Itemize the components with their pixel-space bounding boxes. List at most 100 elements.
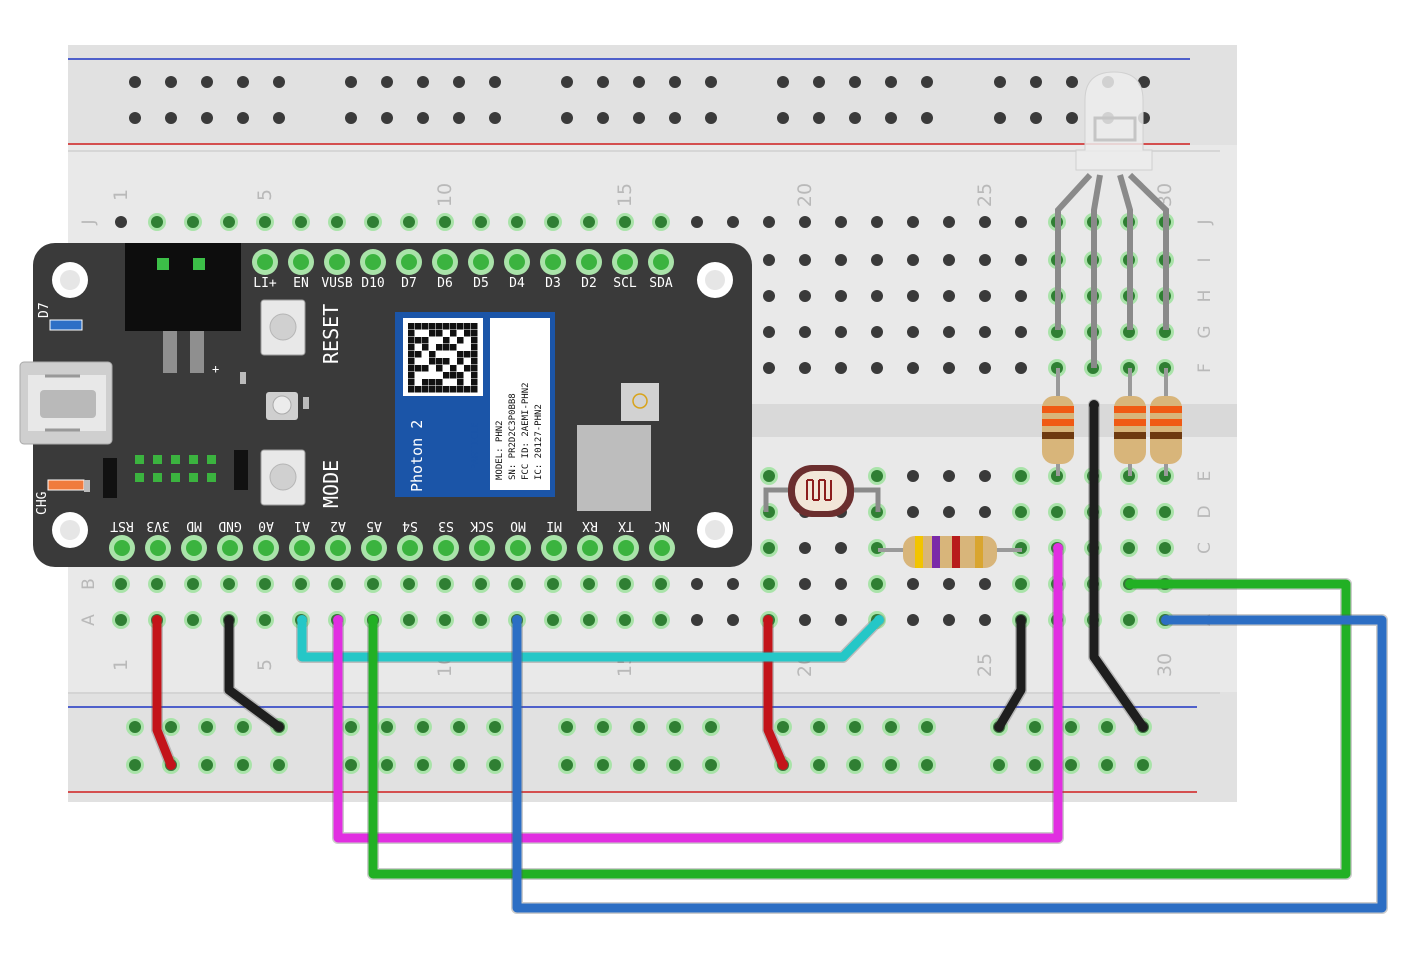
datamatrix-cell xyxy=(443,372,450,379)
swd-pin xyxy=(171,473,180,482)
rail-hole xyxy=(597,112,609,124)
connected-rail-hole xyxy=(669,721,681,733)
connected-hole xyxy=(187,614,199,626)
wire-resistor-gnd[interactable] xyxy=(994,615,1026,732)
breadboard-hole xyxy=(835,216,847,228)
connected-hole xyxy=(187,216,199,228)
resistor-band xyxy=(1114,406,1146,413)
wire-a5-green[interactable] xyxy=(368,579,1351,879)
connected-rail-hole xyxy=(705,721,717,733)
mode-button-cap[interactable] xyxy=(269,463,297,491)
breadboard-hole xyxy=(1015,254,1027,266)
reset-button-cap[interactable] xyxy=(269,313,297,341)
connected-rail-hole xyxy=(1065,759,1077,771)
photoresistor-trace xyxy=(806,479,832,501)
datamatrix-cell xyxy=(443,358,450,365)
connected-hole xyxy=(583,216,595,228)
breadboard-hole xyxy=(799,254,811,266)
rail-hole xyxy=(453,76,465,88)
pin-label: RST xyxy=(110,518,134,533)
components xyxy=(763,71,1182,568)
antenna-jack xyxy=(632,393,648,409)
column-number: 5 xyxy=(254,189,276,201)
datamatrix-cell xyxy=(443,337,450,344)
datamatrix-cell xyxy=(464,386,471,393)
header-pin xyxy=(653,254,669,270)
connected-rail-hole xyxy=(417,759,429,771)
breadboard-hole xyxy=(799,542,811,554)
wire-3v3-red-end xyxy=(166,760,176,770)
wire-gnd-black[interactable] xyxy=(224,615,284,732)
column-number: 15 xyxy=(614,183,636,207)
pin-label: D4 xyxy=(509,276,525,291)
resistor-band xyxy=(1150,432,1182,439)
connected-rail-hole xyxy=(381,721,393,733)
breadboard-hole xyxy=(907,362,919,374)
datamatrix-cell xyxy=(408,365,415,372)
breadboard-hole xyxy=(835,290,847,302)
column-number: 5 xyxy=(254,659,276,671)
breadboard-hole xyxy=(907,578,919,590)
resistor-band xyxy=(1150,406,1182,413)
connected-rail-hole xyxy=(885,721,897,733)
connected-rail-hole xyxy=(201,721,213,733)
connected-hole xyxy=(151,216,163,228)
header-pin xyxy=(294,540,310,556)
swd-pins xyxy=(135,455,216,482)
reset-label: RESET xyxy=(319,304,343,364)
row-letter: I xyxy=(1195,257,1215,262)
breadboard-hole xyxy=(835,578,847,590)
rail-hole xyxy=(561,76,573,88)
connected-hole xyxy=(439,216,451,228)
connected-rail-hole xyxy=(561,721,573,733)
wire-mo-blue[interactable] xyxy=(512,615,1387,913)
wire-resistor-gnd-end xyxy=(994,722,1004,732)
wire-3v3-red[interactable] xyxy=(152,615,176,770)
connected-hole xyxy=(259,216,271,228)
connected-hole xyxy=(547,578,559,590)
rail-hole xyxy=(345,76,357,88)
breadboard-hole xyxy=(943,614,955,626)
datamatrix-cell xyxy=(436,386,443,393)
wire-led-cathode[interactable] xyxy=(1089,400,1148,732)
battery-connector xyxy=(125,243,241,331)
breadboard-hole xyxy=(763,326,775,338)
rail-hole xyxy=(489,112,501,124)
pin-label: 3V3 xyxy=(146,518,169,533)
rail-hole xyxy=(345,112,357,124)
wire-photocell-red-end xyxy=(778,760,788,770)
connected-hole xyxy=(583,578,595,590)
connected-rail-hole xyxy=(1101,759,1113,771)
header-pin xyxy=(437,254,453,270)
connected-hole xyxy=(1159,542,1171,554)
datamatrix-cell xyxy=(429,358,436,365)
rail-hole xyxy=(453,112,465,124)
breadboard-hole xyxy=(979,614,991,626)
pin-label: GND xyxy=(218,518,242,533)
photoresistor-face xyxy=(795,471,847,511)
wire-a1-cyan-end xyxy=(297,615,307,625)
rail-hole xyxy=(201,112,213,124)
row-letter: F xyxy=(1195,363,1215,373)
rail-hole xyxy=(129,76,141,88)
connected-rail-hole xyxy=(381,759,393,771)
header-pin xyxy=(473,254,489,270)
datamatrix-cell xyxy=(436,379,443,386)
connected-hole xyxy=(1015,578,1027,590)
rail-hole xyxy=(994,112,1006,124)
rail-hole xyxy=(633,76,645,88)
wire-a1-cyan[interactable] xyxy=(297,615,884,662)
swd-pin xyxy=(189,473,198,482)
column-number: 20 xyxy=(794,183,816,207)
mode-label: MODE xyxy=(319,460,343,508)
antenna-connector xyxy=(621,383,659,421)
datamatrix-cell xyxy=(436,358,443,365)
connected-hole xyxy=(619,216,631,228)
rail-hole xyxy=(633,112,645,124)
breadboard-hole xyxy=(727,578,739,590)
header-pin xyxy=(222,540,238,556)
wire-a2-magenta[interactable] xyxy=(333,543,1063,843)
connected-hole xyxy=(1159,506,1171,518)
led-leg-red xyxy=(1055,172,1093,330)
